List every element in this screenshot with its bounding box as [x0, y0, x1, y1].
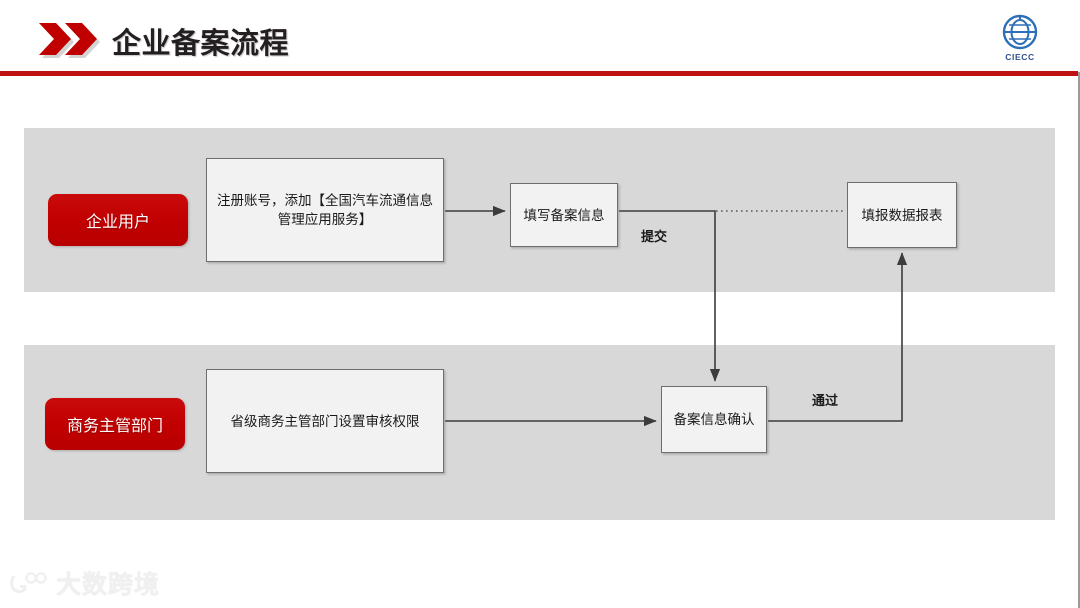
process-box-fill-filing-info[interactable]: 填写备案信息	[510, 183, 618, 247]
page-title: 企业备案流程	[112, 28, 290, 60]
process-box-set-review-authority[interactable]: 省级商务主管部门设置审核权限	[206, 369, 444, 473]
logo-text: CIECC	[1005, 52, 1035, 62]
footer-watermark: 大数跨境	[8, 566, 160, 600]
watermark-text: 大数跨境	[56, 571, 161, 599]
header-divider	[0, 71, 1078, 76]
process-box-submit-data-report[interactable]: 填报数据报表	[847, 182, 957, 248]
edge-fillinfo-to-confirm	[619, 210, 721, 382]
dashu-kuajing-logo-icon	[10, 572, 47, 594]
ciecc-globe-logo-icon	[1002, 14, 1038, 50]
swimlane-band-authority	[24, 345, 1055, 520]
edge-label-pass: 通过	[812, 393, 839, 408]
ciecc-logo: CIECC	[997, 14, 1043, 66]
edge-label-submit: 提交	[641, 229, 668, 244]
process-box-register-account[interactable]: 注册账号，添加【全国汽车流通信息管理应用服务】	[206, 158, 444, 262]
double-chevron-right-icon	[37, 21, 103, 61]
lane-role-authority[interactable]: 商务主管部门	[45, 398, 185, 450]
process-box-confirm-filing-info[interactable]: 备案信息确认	[661, 386, 767, 453]
lane-role-enterprise[interactable]: 企业用户	[48, 194, 188, 246]
edge-confirm-to-report	[768, 252, 908, 422]
slide-header: 企业备案流程 CIECC	[0, 0, 1080, 76]
